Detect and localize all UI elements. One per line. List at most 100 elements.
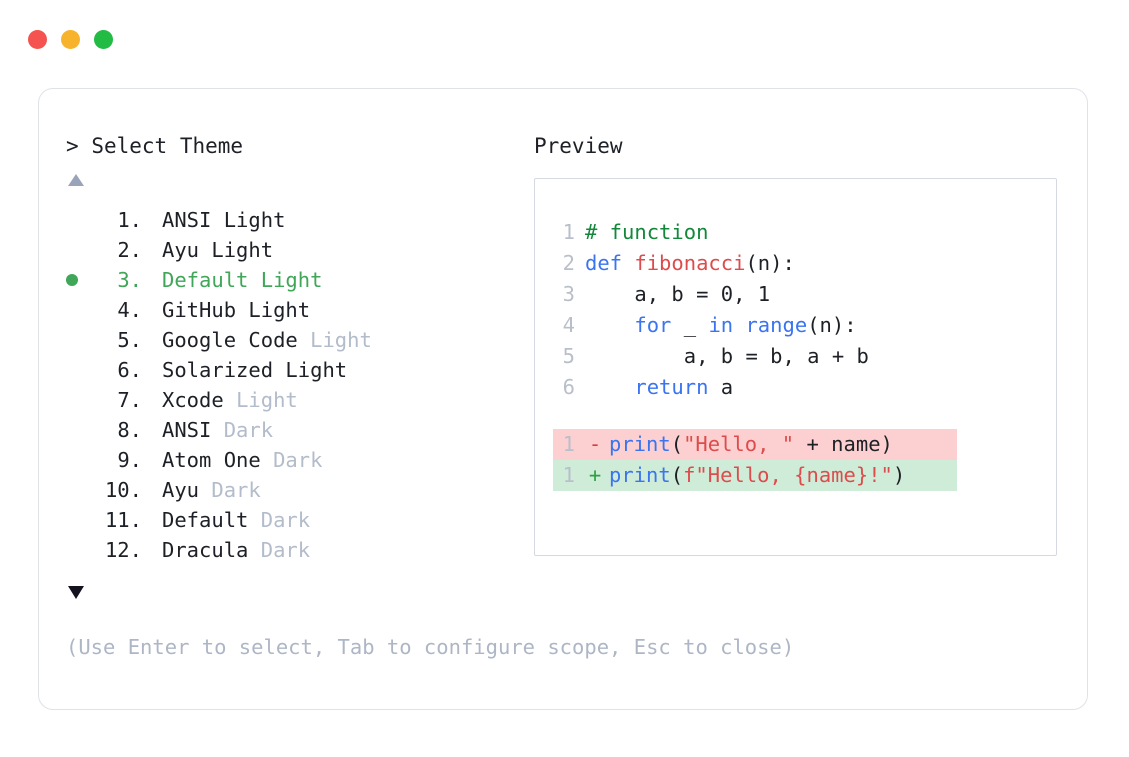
code-line-text: return a: [585, 372, 733, 403]
code-token-string: f"Hello, {name}!": [683, 463, 893, 487]
theme-variant: Light: [310, 328, 372, 352]
page-title: Select Theme: [91, 134, 244, 158]
theme-variant: Light: [248, 298, 311, 322]
code-line: 6 return a: [535, 372, 1056, 403]
theme-variant: Dark: [260, 538, 311, 562]
theme-index: 4.: [117, 298, 142, 322]
theme-list-item[interactable]: 6. Solarized Light: [66, 355, 534, 385]
theme-name: ANSI: [162, 208, 224, 232]
code-line: 2 def fibonacci(n):: [535, 248, 1056, 279]
line-number: 1: [562, 432, 575, 456]
theme-name: Xcode: [162, 388, 237, 412]
selection-bullet-cell: [66, 265, 96, 295]
theme-variant: Light: [285, 358, 348, 382]
theme-list[interactable]: 1. ANSI Light 2. Ayu Light 3.: [66, 205, 534, 565]
code-line-text: print("Hello, " + name): [609, 429, 893, 460]
line-number: 1: [562, 463, 575, 487]
theme-list-item[interactable]: 1. ANSI Light: [66, 205, 534, 235]
diff-line-added: 1 + print(f"Hello, {name}!"): [553, 460, 957, 491]
line-number: 5: [562, 344, 575, 368]
theme-list-item[interactable]: 12. Dracula Dark: [66, 535, 534, 565]
selection-bullet-cell: [66, 385, 96, 415]
code-token-plain: _: [671, 313, 709, 337]
selection-bullet-cell: [66, 445, 96, 475]
code-line-text: print(f"Hello, {name}!"): [609, 460, 905, 491]
code-token-plain: [585, 313, 634, 337]
theme-index: 5.: [117, 328, 142, 352]
code-token-plain: a, b =: [585, 282, 721, 306]
selection-bullet-cell: [66, 235, 96, 265]
code-line-text: for _ in range(n):: [585, 310, 856, 341]
theme-list-item[interactable]: 3. Default Light: [66, 265, 534, 295]
diff-block: 1-print("Hello, " + name)1+print(f"Hello…: [535, 429, 1056, 491]
triangle-up-icon: [68, 174, 84, 186]
theme-index: 11.: [104, 508, 142, 532]
theme-name: Atom One: [162, 448, 274, 472]
theme-name: Ayu: [162, 478, 212, 502]
code-line: 1# function: [535, 217, 1056, 248]
code-token-keyword: return: [634, 375, 709, 399]
theme-list-item[interactable]: 9. Atom One Dark: [66, 445, 534, 475]
window-titlebar: [28, 30, 113, 49]
code-line: 4 for _ in range(n):: [535, 310, 1056, 341]
theme-list-item[interactable]: 4. GitHub Light: [66, 295, 534, 325]
picker-columns: > Select Theme 1. ANSI Light 2.: [39, 89, 1087, 603]
code-token-number: 1: [757, 282, 771, 306]
line-number: 3: [562, 282, 575, 306]
preview-label: Preview: [534, 134, 623, 158]
selection-bullet-cell: [66, 475, 96, 505]
line-number: 4: [562, 313, 575, 337]
theme-list-item[interactable]: 10. Ayu Dark: [66, 475, 534, 505]
diff-marker: +: [588, 463, 602, 487]
theme-list-item[interactable]: 7. Xcode Light: [66, 385, 534, 415]
code-line-text: # function: [585, 217, 708, 248]
prompt-caret-icon: >: [66, 134, 79, 158]
selection-bullet-cell: [66, 505, 96, 535]
selection-bullet-cell: [66, 355, 96, 385]
theme-variant: Light: [223, 208, 286, 232]
code-token-plain: (n):: [745, 251, 795, 275]
theme-selector-pane: > Select Theme 1. ANSI Light 2.: [39, 89, 534, 603]
theme-list-item[interactable]: 8. ANSI Dark: [66, 415, 534, 445]
scroll-down-indicator[interactable]: [66, 581, 534, 603]
code-line-text: def fibonacci(n):: [585, 248, 795, 279]
code-token-plain: ,: [733, 282, 758, 306]
close-window-button[interactable]: [28, 30, 47, 49]
code-token-keyword: for: [634, 313, 672, 337]
theme-picker-card: > Select Theme 1. ANSI Light 2.: [38, 88, 1088, 710]
theme-variant: Dark: [273, 448, 323, 472]
theme-index: 9.: [117, 448, 142, 472]
zoom-window-button[interactable]: [94, 30, 113, 49]
selection-bullet-cell: [66, 535, 96, 565]
theme-list-item[interactable]: 2. Ayu Light: [66, 235, 534, 265]
minimize-window-button[interactable]: [61, 30, 80, 49]
line-number: 2: [562, 251, 575, 275]
diff-marker: -: [588, 432, 602, 456]
theme-list-item[interactable]: 11. Default Dark: [66, 505, 534, 535]
code-token-keyword: def: [585, 251, 635, 275]
selection-bullet-cell: [66, 295, 96, 325]
code-token-builtin: print: [609, 463, 671, 487]
code-token-plain: + name): [794, 432, 893, 456]
code-spacer: [535, 403, 1056, 429]
theme-list-item[interactable]: 5. Google Code Light: [66, 325, 534, 355]
code-token-plain: a, b = b, a + b: [585, 344, 869, 368]
theme-index: 6.: [117, 358, 142, 382]
theme-index: 12.: [104, 538, 142, 562]
theme-variant: Dark: [260, 508, 311, 532]
code-token-comment: # function: [585, 220, 709, 244]
code-line: 5 a, b = b, a + b: [535, 341, 1056, 372]
theme-variant: Light: [211, 238, 274, 262]
theme-name: Google Code: [162, 328, 311, 352]
diff-line-removed: 1-print("Hello, " + name): [553, 429, 957, 460]
keyboard-hint: (Use Enter to select, Tab to configure s…: [66, 635, 795, 659]
code-line-text: a, b = 0, 1: [585, 279, 770, 310]
selection-bullet-cell: [66, 325, 96, 355]
scroll-up-indicator[interactable]: [66, 169, 534, 191]
theme-index: 10.: [104, 478, 142, 502]
code-token-function: fibonacci: [634, 251, 746, 275]
code-line-text: a, b = b, a + b: [585, 341, 869, 372]
theme-name: Dracula: [162, 538, 261, 562]
code-token-plain: (: [670, 463, 684, 487]
